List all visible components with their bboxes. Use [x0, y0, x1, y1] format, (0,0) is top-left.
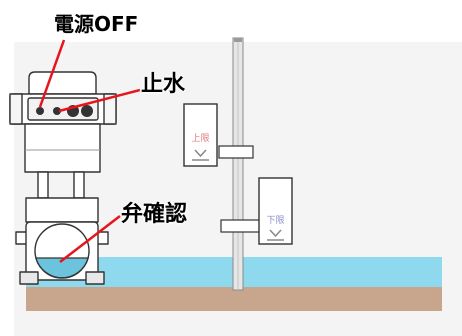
pump-top-cap	[28, 71, 97, 95]
pump-neck	[25, 197, 99, 223]
guide-pipe-icon	[232, 37, 244, 291]
annotation-line-power	[38, 39, 66, 108]
valve-check-label: 弁確認	[121, 202, 188, 227]
chevron-down-icon	[194, 149, 207, 158]
lower-float-switch: 下限	[220, 177, 293, 245]
chevron-down-icon	[269, 229, 282, 238]
upper-float-bracket	[218, 145, 254, 159]
upper-float-label: 上限	[191, 133, 209, 144]
lower-float-body	[258, 177, 293, 245]
water-stop-label: 止水	[141, 72, 186, 97]
pump-foot-right	[85, 271, 105, 285]
ground-layer	[26, 287, 442, 311]
pump-button-icon[interactable]	[81, 105, 93, 117]
pump-connector-right	[73, 171, 85, 199]
submersible-pump-icon	[9, 71, 117, 285]
lower-float-label: 下限	[266, 215, 284, 226]
annotation-line-stop	[58, 88, 141, 113]
upper-float-switch: 上限	[183, 103, 254, 167]
power-off-label: 電源OFF	[54, 12, 139, 36]
pump-motor-body	[24, 123, 101, 173]
pump-button-icon[interactable]	[53, 107, 61, 115]
pump-button-icon[interactable]	[36, 107, 44, 115]
valve-water	[35, 257, 89, 279]
pump-connector-left	[37, 171, 49, 199]
annotation-line-valve	[59, 215, 121, 263]
pump-foot-left	[19, 271, 39, 285]
